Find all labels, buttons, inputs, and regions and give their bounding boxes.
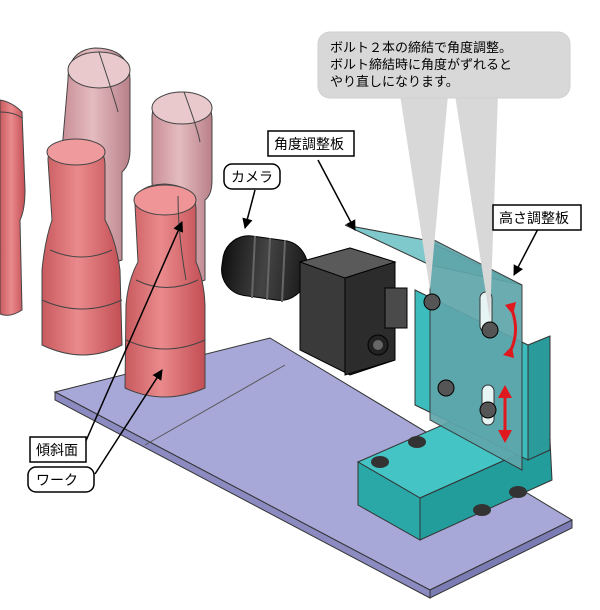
label-workpiece-text: ワーク — [36, 473, 78, 489]
label-camera: カメラ — [223, 163, 281, 190]
bolt-note-callout: ボルト２本の締結で角度調整。 ボルト締結時に角度がずれると やり直しになります。 — [317, 31, 571, 320]
workpiece-front — [124, 183, 206, 398]
workpiece-left-1 — [0, 99, 26, 316]
label-angle-plate-text: 角度調整板 — [274, 137, 344, 153]
angle-arrow — [503, 302, 517, 358]
note-line-2: ボルト締結時に角度がずれると — [330, 57, 512, 73]
label-inclined-surface-text: 傾斜面 — [36, 443, 78, 459]
note-line-3: やり直しになります。 — [330, 75, 459, 90]
height-arrow — [498, 385, 512, 443]
label-camera-text: カメラ — [231, 170, 273, 186]
label-workpiece: ワーク — [27, 466, 95, 493]
label-inclined-surface: 傾斜面 — [29, 436, 87, 463]
label-angle-plate: 角度調整板 — [267, 130, 355, 157]
angle-plate — [344, 224, 523, 471]
workpiece-left-2 — [41, 138, 123, 356]
label-height-plate-text: 高さ調整板 — [499, 210, 569, 227]
leader-lines — [84, 159, 539, 475]
note-line-1: ボルト２本の締結で角度調整。 — [330, 40, 512, 56]
camera — [221, 235, 408, 376]
label-height-plate: 高さ調整板 — [492, 204, 582, 231]
